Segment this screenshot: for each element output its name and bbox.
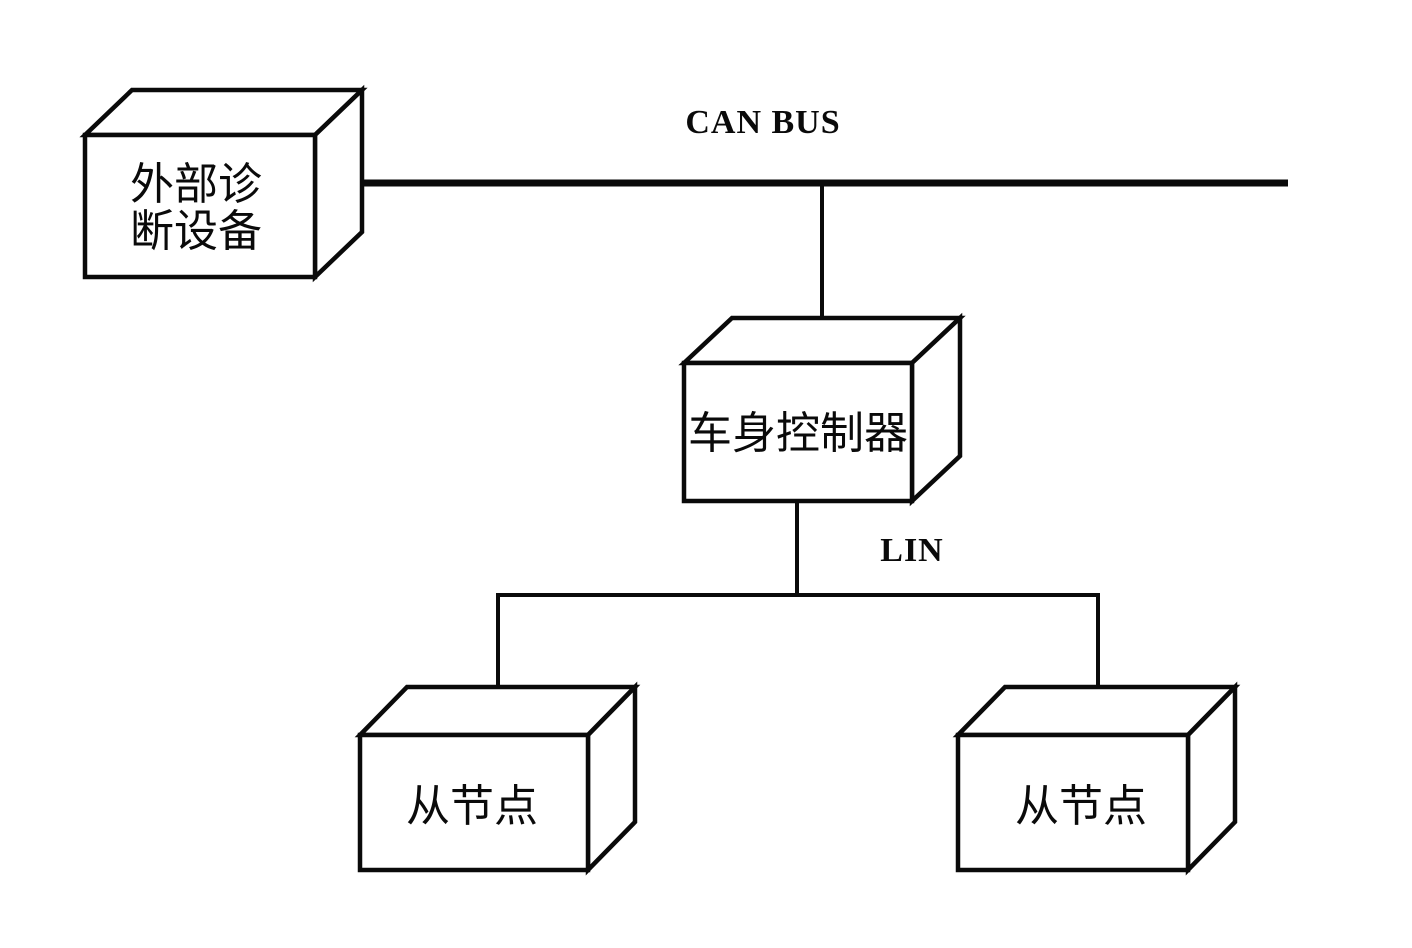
node-slave-right: 从节点 bbox=[952, 681, 1241, 876]
lin-branch-line bbox=[496, 593, 1100, 690]
can-bus-label: CAN BUS bbox=[685, 104, 840, 141]
diagnostic-label-line2: 断设备 bbox=[130, 206, 262, 257]
lin-label: LIN bbox=[880, 532, 943, 569]
body-controller-label: 车身控制器 bbox=[688, 408, 908, 459]
body-controller-box-front-face bbox=[681, 360, 915, 504]
diagnostic-box-front-face bbox=[82, 132, 318, 280]
slave-right-box-front-face bbox=[955, 732, 1191, 873]
diagnostic-label-line1: 外部诊 bbox=[130, 159, 262, 210]
slave-left-label: 从节点 bbox=[406, 781, 538, 832]
slave-left-box-front-face bbox=[357, 732, 591, 873]
slave-right-label: 从节点 bbox=[1015, 781, 1147, 832]
node-external-diagnostic-device: 外部诊 断设备 bbox=[79, 84, 368, 283]
node-slave-left: 从节点 bbox=[354, 681, 641, 876]
node-body-controller: 车身控制器 bbox=[678, 312, 966, 507]
